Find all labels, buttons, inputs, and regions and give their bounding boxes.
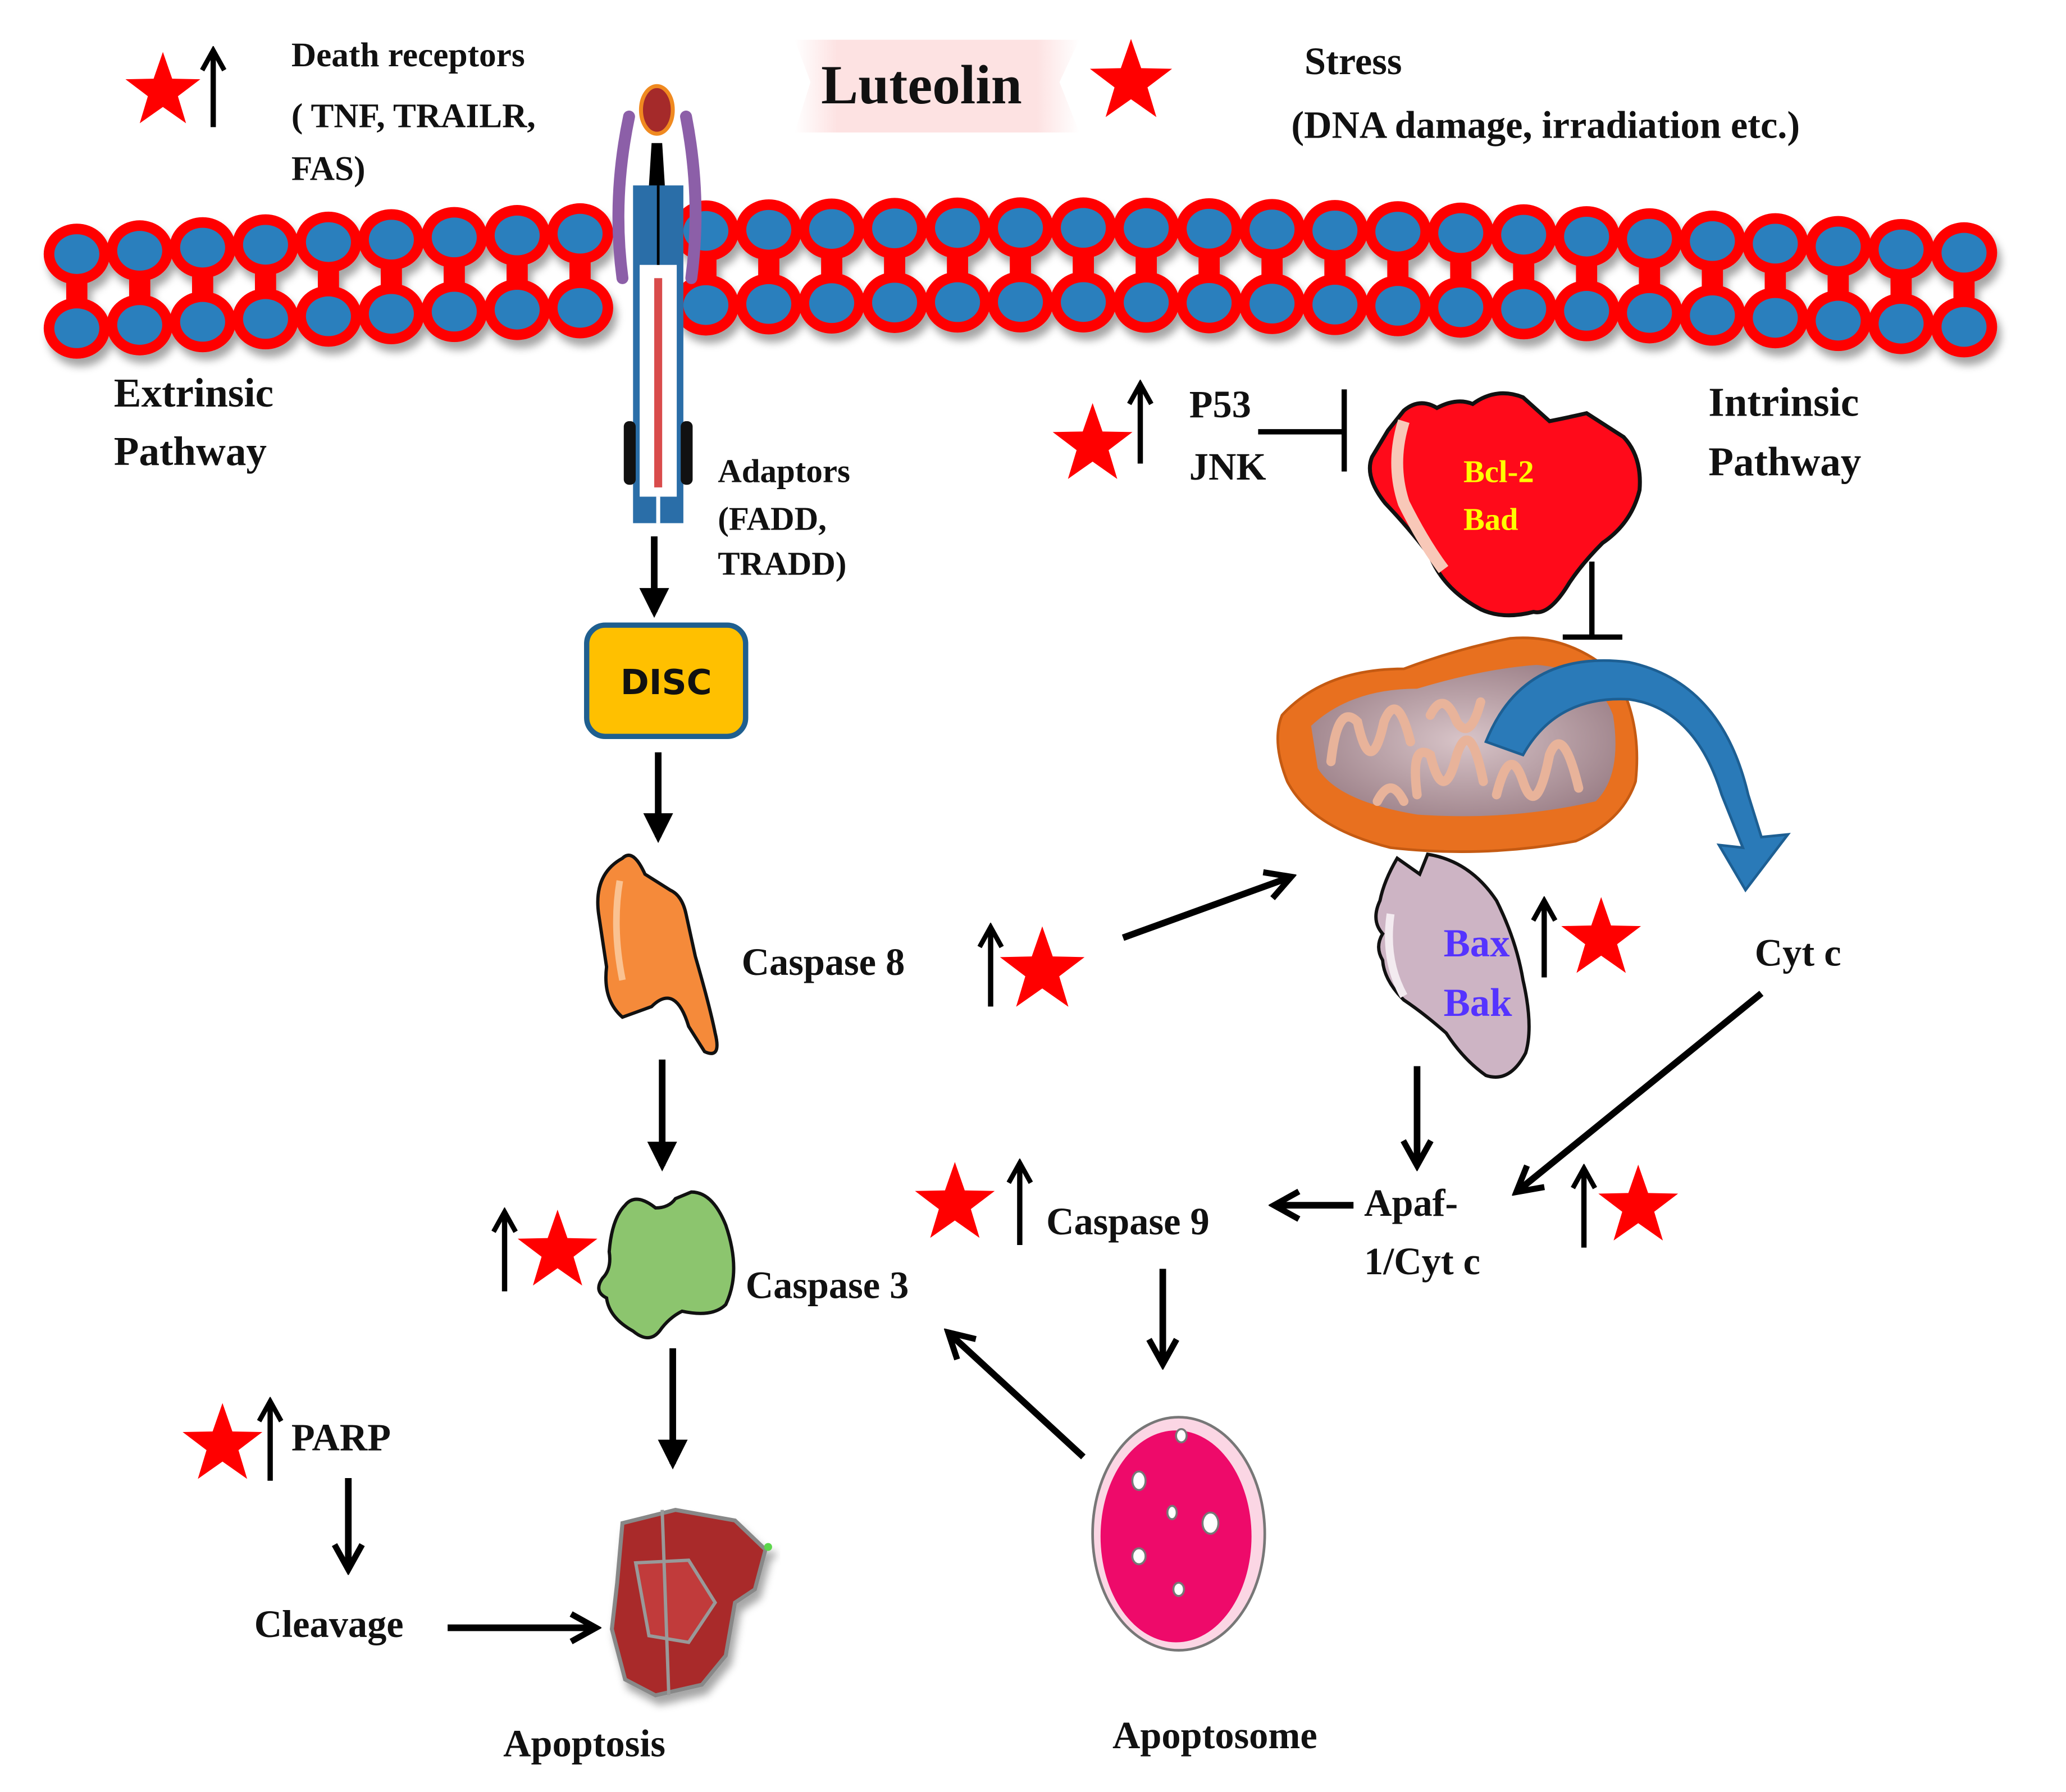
phospholipid: [1365, 201, 1431, 336]
bad-label: Bad: [1463, 502, 1518, 537]
death-receptors-label: Death receptors ( TNF, TRAILR, FAS): [291, 36, 544, 188]
luteolin-star-icon: [1089, 39, 1173, 117]
luteolin-star-icon: [517, 1210, 598, 1286]
bak-label: Bak: [1444, 981, 1513, 1025]
extrinsic-pathway-label: Extrinsic Pathway: [114, 370, 284, 474]
luteolin-star-icon: [915, 1162, 995, 1238]
phospholipid: [1553, 206, 1620, 341]
phospholipid: [106, 220, 173, 355]
bcl2-label: Bcl-2: [1463, 454, 1534, 489]
inhibition-bcl2-to-mitochondria: [1562, 561, 1622, 640]
phospholipid: [421, 207, 487, 343]
apoptosome-label: Apoptosome: [1112, 1714, 1317, 1757]
cell-membrane: [43, 197, 1997, 359]
disc-label: DISC: [621, 663, 712, 703]
caspase8-label: Caspase 8: [742, 941, 905, 983]
arrow-apoptosome-to-caspase3: [948, 1333, 1086, 1460]
apaf-cytc-label: Apaf- 1/Cyt c: [1364, 1182, 1480, 1283]
phospholipid: [736, 199, 802, 335]
luteolin-title: Luteolin: [821, 54, 1022, 116]
death-receptor-icon: [612, 84, 702, 523]
phospholipid: [1427, 202, 1494, 338]
phospholipid: [861, 198, 928, 333]
phospholipid: [1868, 219, 1935, 354]
phospholipid: [546, 203, 613, 339]
phospholipid: [169, 217, 236, 353]
luteolin-star-icon: [1561, 897, 1641, 973]
phospholipid: [295, 211, 362, 347]
apoptotic-cell-icon: [609, 1508, 772, 1698]
apoptosome-icon: [1091, 1416, 1266, 1652]
luteolin-star-icon: [183, 1403, 263, 1479]
cytc-release-arrow: [1484, 659, 1791, 893]
cleavage-label: Cleavage: [254, 1603, 404, 1645]
phospholipid: [43, 224, 110, 359]
phospholipid: [232, 214, 299, 350]
p53-jnk-label: P53 JNK: [1189, 383, 1266, 488]
bax-label: Bax: [1444, 922, 1510, 965]
intrinsic-pathway-label: Intrinsic Pathway: [1708, 380, 1869, 485]
arrow-caspase8-to-mitochondria: [1121, 877, 1292, 941]
luteolin-star-icon: [125, 52, 200, 124]
bax-bak-shape: Bax Bak: [1374, 852, 1531, 1079]
apoptosis-label: Apoptosis: [503, 1722, 665, 1764]
phospholipid: [1805, 216, 1872, 352]
phospholipid: [1176, 198, 1243, 334]
luteolin-star-icon: [1000, 926, 1085, 1007]
caspase9-label: Caspase 9: [1046, 1200, 1210, 1243]
caspase3-shape: [597, 1190, 736, 1339]
phospholipid: [1679, 211, 1746, 346]
caspase3-label: Caspase 3: [746, 1264, 909, 1306]
luteolin-star-icon: [1598, 1164, 1679, 1241]
cytc-label: Cyt c: [1755, 931, 1841, 974]
phospholipid: [987, 197, 1054, 332]
phospholipid: [924, 197, 991, 333]
bcl2-bad-shape: Bcl-2 Bad: [1367, 391, 1642, 618]
phospholipid: [1616, 208, 1683, 344]
stress-label: Stress (DNA damage, irradiation etc.): [1291, 40, 1800, 146]
parp-label: PARP: [291, 1416, 391, 1459]
arrow-cytc-to-apaf: [1516, 991, 1764, 1192]
disc-node: DISC: [584, 622, 749, 740]
caspase8-shape: [596, 854, 719, 1055]
phospholipid: [1302, 200, 1369, 335]
death-receptors-upregulation: [125, 51, 213, 127]
phospholipid: [799, 198, 865, 334]
phospholipid: [1239, 199, 1306, 334]
luteolin-title-box: Luteolin: [795, 39, 1080, 133]
phospholipid: [1931, 222, 1997, 358]
adaptors-label: Adaptors (FADD, TRADD): [718, 452, 859, 582]
phospholipid: [1050, 197, 1117, 333]
phospholipid: [1490, 204, 1557, 340]
inhibition-p53-to-bcl2: [1258, 389, 1347, 472]
luteolin-star-icon: [1052, 403, 1133, 479]
phospholipid: [1113, 198, 1180, 333]
phospholipid: [484, 205, 550, 340]
phospholipid: [358, 209, 425, 345]
phospholipid: [1742, 213, 1809, 349]
